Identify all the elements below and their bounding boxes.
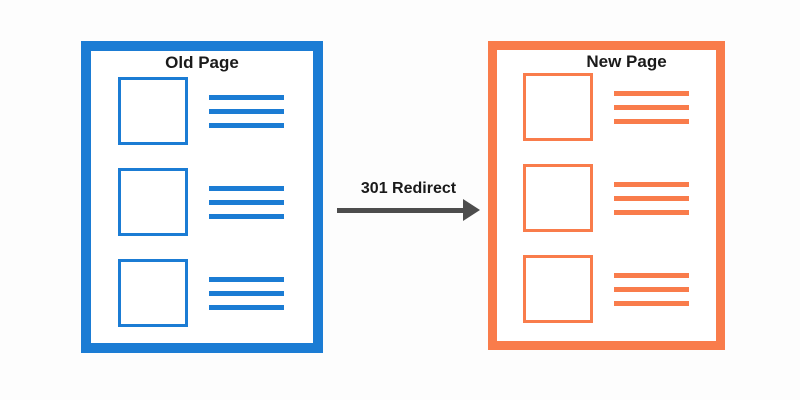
image-placeholder: [523, 164, 593, 232]
content-row: [523, 255, 716, 323]
new-page-title: New Page: [586, 52, 667, 71]
text-line: [614, 104, 689, 110]
text-line: [209, 199, 284, 205]
text-lines-placeholder: [614, 255, 689, 323]
text-line: [614, 286, 689, 292]
text-line: [614, 300, 689, 306]
new-page-content: [497, 72, 716, 323]
redirect-arrow-label: 301 Redirect: [360, 180, 457, 197]
content-row: [118, 168, 313, 236]
old-page-box: Old Page: [81, 41, 323, 353]
text-lines-placeholder: [614, 73, 689, 141]
text-line: [209, 213, 284, 219]
arrow-shaft: [337, 207, 464, 213]
text-line: [614, 90, 689, 96]
text-line: [209, 304, 284, 310]
old-page-content: [91, 73, 313, 327]
new-page-box: New Page: [488, 41, 725, 350]
text-line: [614, 181, 689, 187]
content-row: [523, 73, 716, 141]
text-line: [209, 122, 284, 128]
text-line: [614, 209, 689, 215]
text-line: [209, 108, 284, 114]
text-line: [614, 118, 689, 124]
image-placeholder: [118, 259, 188, 327]
arrow-graphic: [337, 199, 480, 221]
image-placeholder: [118, 77, 188, 145]
content-row: [523, 164, 716, 232]
text-lines-placeholder: [614, 164, 689, 232]
text-line: [209, 185, 284, 191]
text-lines-placeholder: [209, 259, 284, 327]
text-line: [614, 272, 689, 278]
content-row: [118, 77, 313, 145]
text-line: [209, 94, 284, 100]
text-line: [209, 276, 284, 282]
image-placeholder: [523, 255, 593, 323]
redirect-arrow: 301 Redirect: [337, 180, 480, 221]
content-row: [118, 259, 313, 327]
text-line: [614, 195, 689, 201]
arrow-head-icon: [463, 199, 480, 221]
text-line: [209, 290, 284, 296]
image-placeholder: [523, 73, 593, 141]
text-lines-placeholder: [209, 77, 284, 145]
image-placeholder: [118, 168, 188, 236]
old-page-title: Old Page: [165, 53, 239, 72]
text-lines-placeholder: [209, 168, 284, 236]
